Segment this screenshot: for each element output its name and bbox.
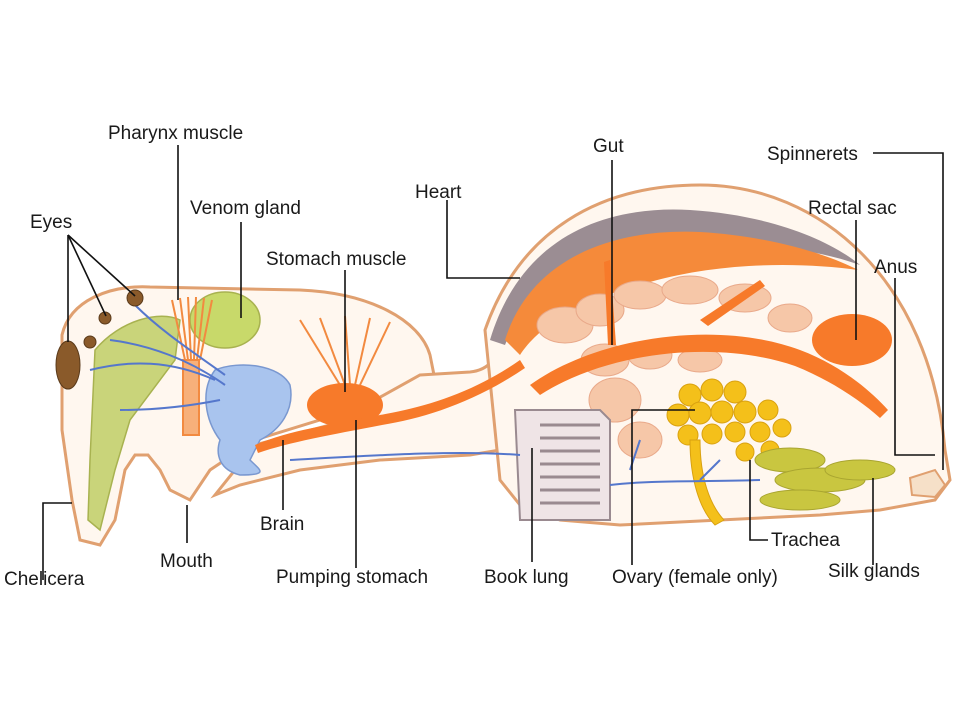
brain bbox=[205, 364, 292, 476]
label-trachea: Trachea bbox=[771, 530, 840, 551]
eyes bbox=[55, 289, 144, 390]
label-silk-glands: Silk glands bbox=[828, 561, 920, 582]
label-chelicera: Chelicera bbox=[4, 569, 85, 590]
label-heart: Heart bbox=[415, 182, 462, 203]
rectal-sac bbox=[812, 314, 892, 366]
labels: Pharynx muscle Eyes Venom gland Stomach … bbox=[4, 123, 920, 590]
chelicera bbox=[87, 315, 181, 532]
ovary bbox=[666, 378, 792, 526]
stomach-muscle bbox=[299, 315, 391, 386]
pumping-stomach bbox=[307, 383, 383, 427]
label-pumping-stomach: Pumping stomach bbox=[276, 567, 428, 588]
label-eyes: Eyes bbox=[30, 212, 72, 233]
label-rectal-sac: Rectal sac bbox=[808, 198, 897, 219]
heart bbox=[490, 209, 860, 355]
label-spinnerets: Spinnerets bbox=[767, 144, 858, 165]
label-stomach-muscle: Stomach muscle bbox=[266, 249, 406, 270]
book-lung bbox=[513, 409, 611, 521]
venom-gland bbox=[189, 291, 261, 349]
pharynx-muscle bbox=[171, 296, 213, 436]
gut bbox=[530, 260, 888, 418]
label-venom-gland: Venom gland bbox=[190, 198, 301, 219]
silk-glands bbox=[754, 447, 896, 511]
label-ovary: Ovary (female only) bbox=[612, 567, 778, 588]
label-brain: Brain bbox=[260, 514, 304, 535]
label-book-lung: Book lung bbox=[484, 567, 569, 588]
label-anus: Anus bbox=[874, 257, 917, 278]
label-mouth: Mouth bbox=[160, 551, 213, 572]
label-pharynx-muscle: Pharynx muscle bbox=[108, 123, 243, 144]
leader-lines bbox=[42, 145, 944, 580]
spinnerets bbox=[908, 468, 947, 499]
label-gut: Gut bbox=[593, 136, 624, 157]
foregut bbox=[255, 360, 525, 453]
